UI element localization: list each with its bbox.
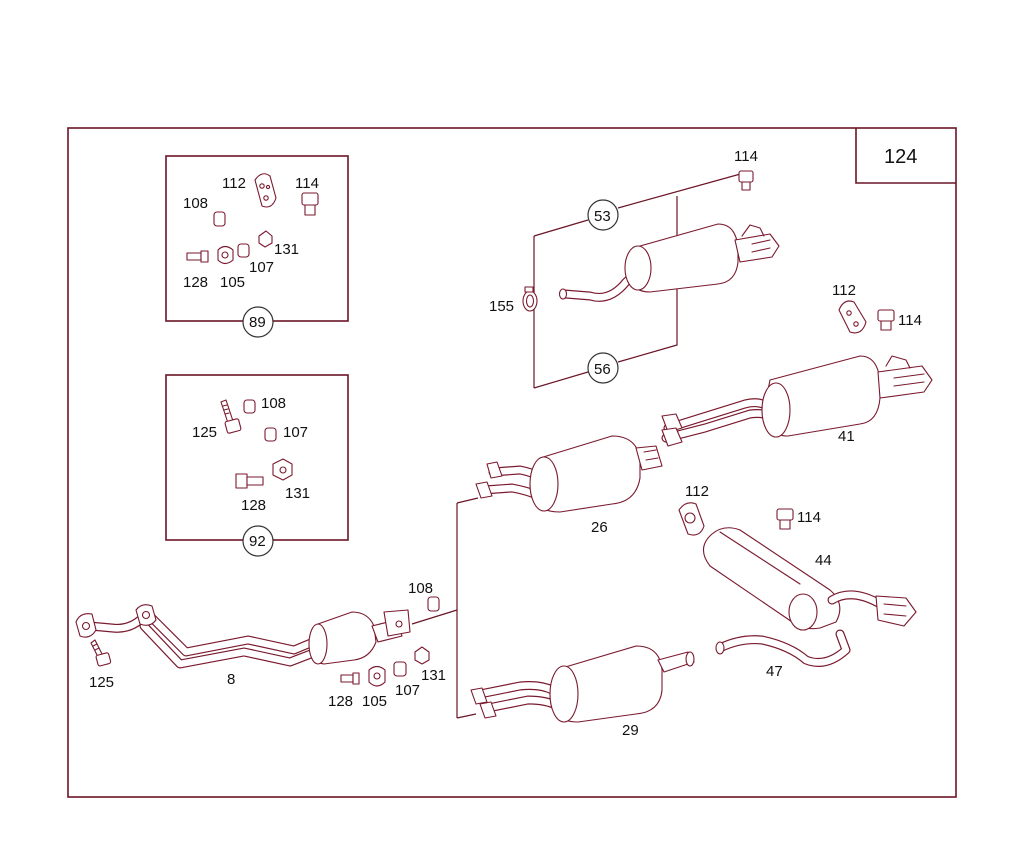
callout-26: 26 [591,519,608,536]
rear-muffler-44 [702,527,917,631]
callout-114-top: 114 [734,148,758,165]
kit-92-part-108: 108 [261,395,286,412]
kit-92-label: 92 [249,533,266,550]
nut-icon [414,646,430,665]
callout-114-right: 114 [898,312,922,329]
variant-bracket-center [411,497,479,719]
callout-47: 47 [766,663,783,680]
stud-icon [220,399,242,434]
bolt-icon [186,250,209,263]
callout-125-bottom: 125 [89,674,114,691]
callout-131-bottom: 131 [421,667,446,684]
callout-114-mid: 114 [797,509,821,526]
rubber-mount-icon [678,502,705,536]
bump-stop-icon [301,192,319,216]
callout-56: 56 [594,361,611,378]
kit-89-label: 89 [249,314,266,331]
nut-icon [258,230,273,248]
clamp-icon [217,245,234,265]
callout-112-right: 112 [832,282,856,299]
nut-icon [243,399,256,414]
center-muffler-29 [470,645,695,723]
bump-stop-icon [738,170,754,191]
callout-44: 44 [815,552,832,569]
bolt-icon [235,473,264,489]
stud-icon [90,639,112,667]
page-number-box: 124 [855,128,956,184]
callout-105-bottom: 105 [362,693,387,710]
rubber-mount-icon [838,300,867,334]
callout-41: 41 [838,428,855,445]
callout-108-bottom: 108 [408,580,433,597]
callout-107-bottom: 107 [395,682,420,699]
center-muffler-26 [475,435,663,513]
rubber-mount-icon [254,173,277,208]
pipe-clamp-icon [522,286,538,312]
kit-89-part-131: 131 [274,241,299,258]
callout-112-mid: 112 [685,483,709,500]
sleeve-icon [393,661,407,677]
bump-stop-icon [877,309,895,331]
callout-155: 155 [489,298,514,315]
diagram-frame [67,127,957,798]
kit-89-part-114: 114 [295,175,319,192]
kit-89-part-112: 112 [222,175,246,192]
front-pipe-8 [75,604,411,669]
nut-icon [427,596,440,612]
nut-icon [213,211,226,227]
kit-89-part-108: 108 [183,195,208,212]
sleeve-icon [237,243,250,258]
callout-29: 29 [622,722,639,739]
bolt-icon [340,672,360,685]
rear-muffler-top [558,223,780,302]
rear-muffler-41 [661,355,933,447]
kit-box-92[interactable]: 92 125 108 107 128 131 [165,374,349,557]
tail-pipe-47 [715,629,851,667]
clamp-icon [368,665,386,687]
sleeve-icon [264,427,277,442]
kit-89-part-128: 128 [183,274,208,291]
page-number: 124 [884,146,917,168]
kit-89-part-107: 107 [249,259,274,276]
kit-92-part-125: 125 [192,424,217,441]
nut-icon [272,458,293,481]
kit-92-part-128: 128 [241,497,266,514]
bump-stop-icon [776,508,794,530]
kit-box-89[interactable]: 89 108 112 114 128 105 [165,155,349,338]
callout-128-bottom: 128 [328,693,353,710]
kit-92-part-131: 131 [285,485,310,502]
callout-53: 53 [594,208,611,225]
kit-89-part-105: 105 [220,274,245,291]
callout-8: 8 [227,671,235,688]
kit-92-part-107: 107 [283,424,308,441]
